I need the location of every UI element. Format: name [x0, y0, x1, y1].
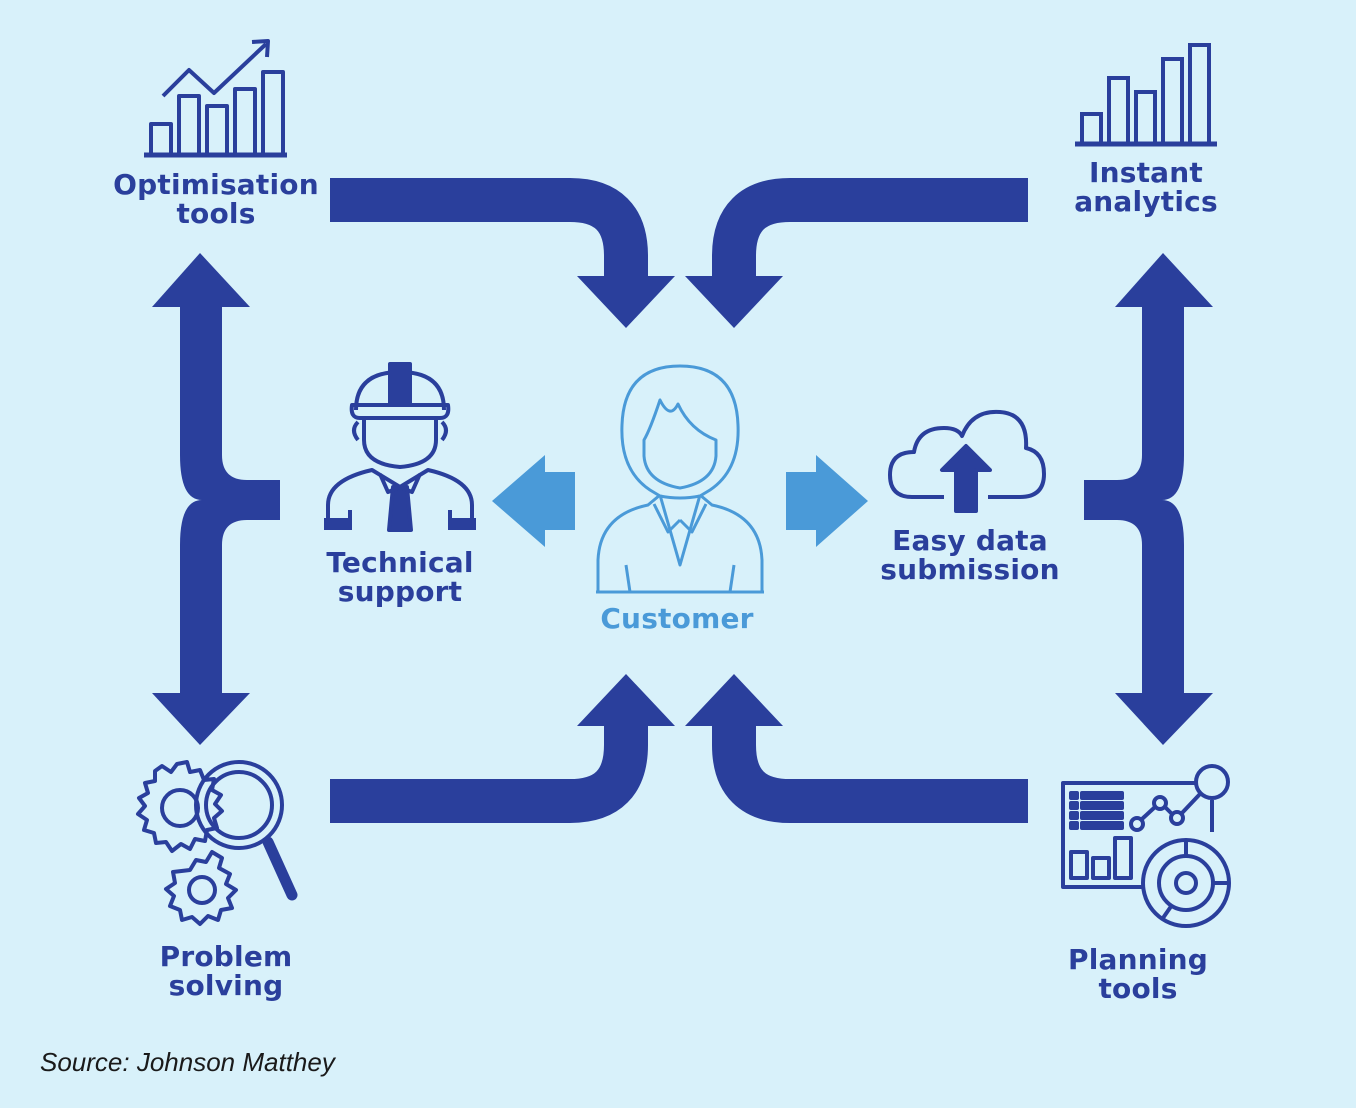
node-easy-data-submission: Easy data submission — [860, 526, 1080, 584]
optimisation-tools-label-line1: Optimisation — [113, 168, 319, 201]
node-instant-analytics: Instant analytics — [1046, 158, 1246, 216]
gears-magnifier-icon — [136, 760, 298, 926]
node-problem-solving: Problem solving — [126, 942, 326, 1000]
node-technical-support: Technical support — [300, 548, 500, 606]
curved-arrow-analytics-to-customer — [685, 178, 1028, 328]
bar-chart-trend-icon — [144, 39, 287, 158]
problem-solving-label-line2: solving — [168, 969, 284, 1002]
curved-arrow-optimisation-to-customer — [330, 178, 675, 328]
node-planning-tools: Planning tools — [1038, 945, 1238, 1003]
source-credit: Source: Johnson Matthey — [40, 1047, 335, 1077]
dashboard-icon — [1061, 764, 1231, 928]
arrow-customer-to-data-submission — [786, 455, 868, 547]
right-brace-double-arrow — [1084, 253, 1213, 745]
bar-chart-icon — [1075, 43, 1217, 147]
planning-tools-label-line1: Planning — [1067, 943, 1209, 976]
curved-arrow-problem-solving-to-customer — [330, 674, 675, 823]
easy-data-submission-label-line1: Easy data — [892, 524, 1048, 557]
planning-tools-label-line2: tools — [1098, 972, 1178, 1005]
easy-data-submission-label-line2: submission — [880, 553, 1060, 586]
curved-arrow-planning-to-customer — [685, 674, 1028, 823]
technical-support-label-line1: Technical — [326, 546, 474, 579]
customer-person-icon — [596, 364, 764, 594]
problem-solving-label-line1: Problem — [159, 940, 293, 973]
instant-analytics-label-line2: analytics — [1074, 185, 1218, 218]
arrow-customer-to-technical-support — [492, 455, 575, 547]
technical-support-label-line2: support — [337, 575, 463, 608]
cloud-upload-icon — [888, 409, 1046, 513]
engineer-hardhat-icon — [324, 362, 476, 532]
customer-label: Customer — [600, 602, 754, 635]
instant-analytics-label-line1: Instant — [1088, 156, 1203, 189]
optimisation-tools-label-line2: tools — [176, 197, 256, 230]
node-optimisation-tools: Optimisation tools — [106, 170, 326, 228]
left-brace-double-arrow — [152, 253, 280, 745]
node-customer: Customer — [577, 604, 777, 633]
